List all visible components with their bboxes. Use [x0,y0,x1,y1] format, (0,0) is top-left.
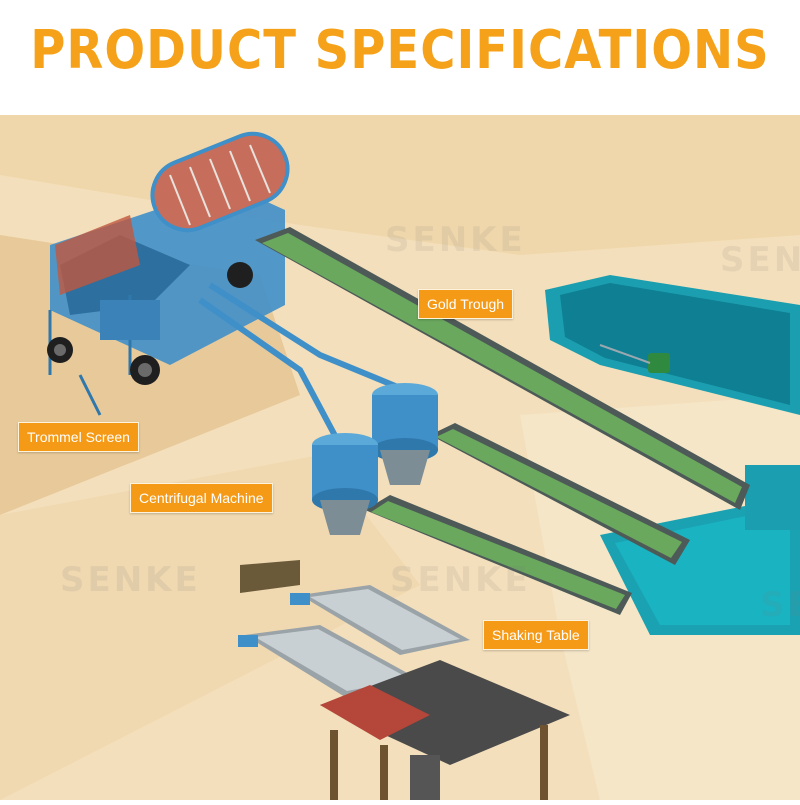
page-title: PRODUCT SPECIFICATIONS [30,18,770,82]
centrifugal-machine-2 [312,433,378,535]
shaking-table-label: Shaking Table [483,620,589,650]
lower-sand [0,455,420,800]
shaking-table-2 [238,625,420,697]
shaking-table-1 [290,585,470,655]
gold-trough-label: Gold Trough [418,289,514,319]
shed [320,660,570,800]
watermark-logo: SENKE [390,560,531,600]
gold-trough-lower [365,495,632,615]
water-pump [648,353,670,373]
plant-layout-svg [0,115,800,800]
slurry-pipes [198,282,407,447]
watermark-logo: SENKE [760,585,800,625]
trommel-screen-label: Trommel Screen [18,422,139,452]
upper-sand [0,115,800,255]
watermark-logo: SENKE [385,220,526,260]
watermark-logo: SENKE [720,240,800,280]
gold-trough-middle [430,423,690,565]
pump-pipe [599,344,651,364]
upper-pool-water [560,283,790,405]
settling-box [240,560,300,593]
watermark-logo: SENKE [60,560,201,600]
header: PRODUCT SPECIFICATIONS [0,0,800,115]
centrifugal-machine-label: Centrifugal Machine [130,483,273,513]
plant-illustration: SENKE SENKE SENKE SENKE SENKE Gold Troug… [0,115,800,800]
gold-trough-upper [255,227,750,510]
centrifugal-machine-1 [372,383,438,485]
pool-wall [745,465,800,530]
trommel-screen-machine [47,131,290,416]
